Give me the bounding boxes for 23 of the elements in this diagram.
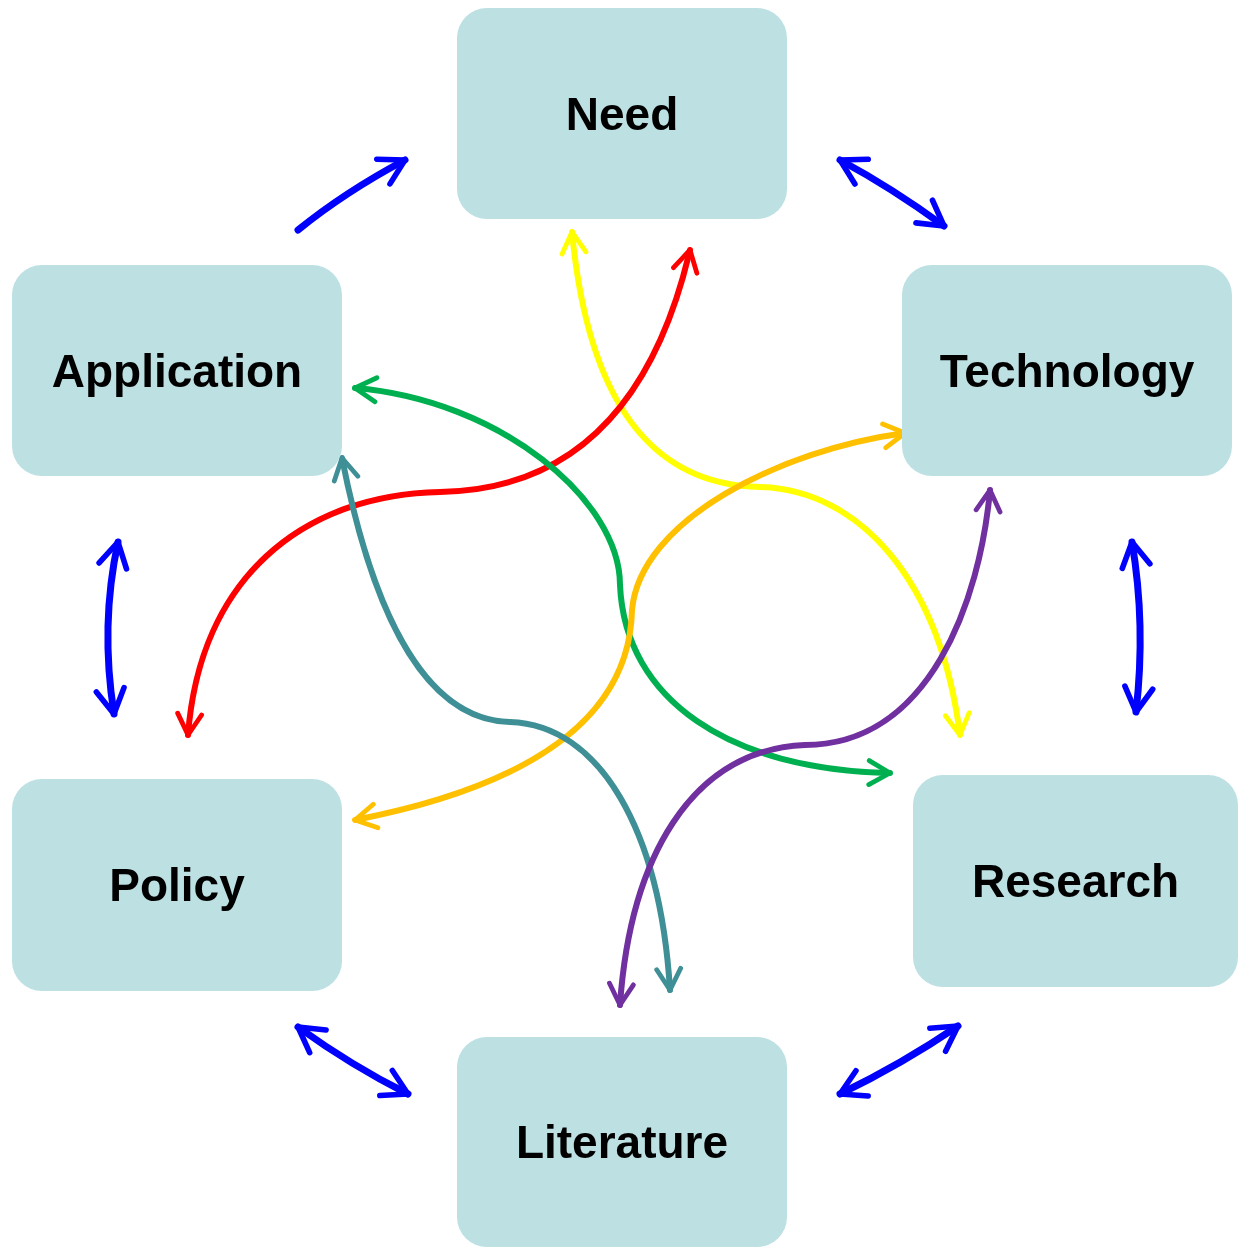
rounded-box bbox=[12, 265, 342, 476]
rounded-box bbox=[913, 775, 1238, 987]
node-label: Application bbox=[51, 343, 303, 398]
curved-arrow bbox=[607, 487, 1002, 1008]
curved-arrow bbox=[176, 247, 699, 738]
curved-arrow bbox=[352, 376, 893, 787]
curved-arrow bbox=[1119, 538, 1156, 716]
rounded-box bbox=[457, 1037, 787, 1247]
node-label: Research bbox=[971, 854, 1180, 908]
rounded-box bbox=[457, 8, 787, 219]
curved-arrow bbox=[836, 1022, 962, 1099]
curved-arrow bbox=[294, 1023, 412, 1099]
rounded-box bbox=[12, 779, 342, 991]
curved-arrow bbox=[836, 156, 948, 230]
curved-arrow bbox=[560, 229, 971, 738]
rounded-box bbox=[902, 265, 1232, 476]
node-label: Literature bbox=[515, 1115, 729, 1169]
curved-arrow bbox=[93, 538, 130, 718]
node-label: Policy bbox=[109, 858, 245, 912]
node-label: Technology bbox=[939, 343, 1195, 398]
node-label: Need bbox=[565, 86, 679, 141]
curved-arrow bbox=[294, 156, 409, 234]
curved-arrow bbox=[332, 455, 683, 993]
